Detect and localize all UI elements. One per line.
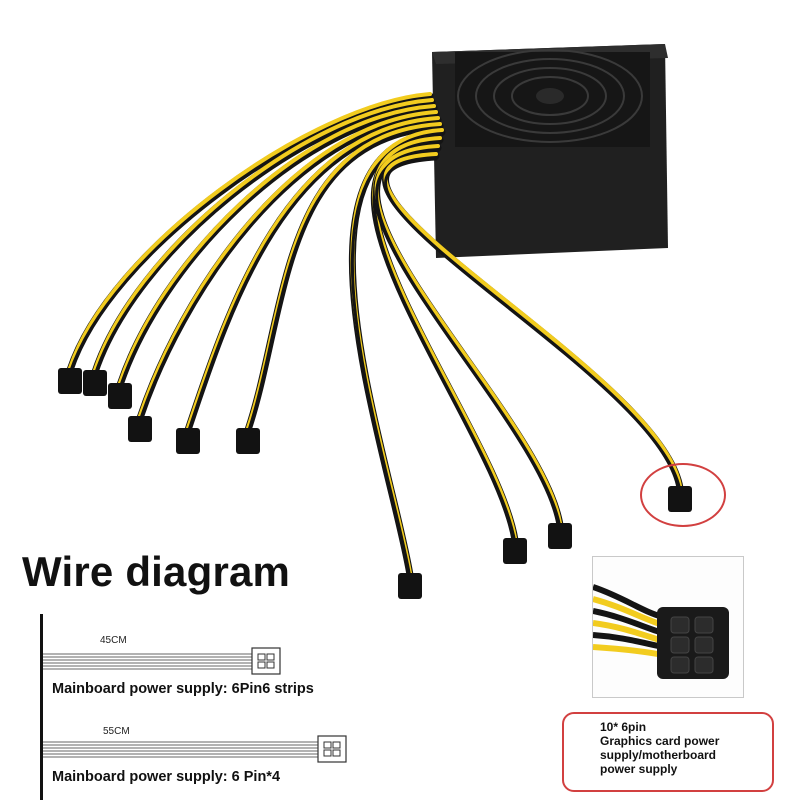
plug-icon: [317, 735, 347, 763]
cable-wire: [68, 92, 432, 370]
cable-wire: [383, 152, 682, 488]
six-pin-plug-icon: [657, 607, 729, 679]
cable-wire: [374, 144, 562, 525]
six-pin-connector-icon: [108, 383, 132, 409]
cable-wire: [384, 157, 682, 493]
cable-wire: [138, 110, 438, 418]
cable-wire: [186, 121, 440, 435]
cable-length-label: 55CM: [103, 726, 130, 737]
cable-wire: [118, 109, 436, 390]
diagram-vertical-bar: [40, 614, 43, 800]
six-pin-connector-icon: [398, 573, 422, 599]
callout-line: Graphics card power: [600, 734, 720, 748]
six-pin-connector-icon: [58, 368, 82, 394]
cable-diagram-2: [43, 735, 347, 763]
cable-length-label: 45CM: [100, 635, 127, 646]
page-title: Wire diagram: [22, 548, 291, 595]
connector-closeup-drawing: [593, 584, 729, 679]
cable-wire: [138, 115, 438, 423]
six-pin-connector-icon: [83, 370, 107, 396]
cable-wire: [372, 136, 517, 540]
six-pin-connector-icon: [548, 523, 572, 549]
wire-diagram: 45CM Mainboard power supply: 6Pin6 strip…: [0, 610, 560, 800]
cable-caption: Mainboard power supply: 6Pin6 strips: [52, 681, 314, 697]
six-pin-connector-icon: [176, 428, 200, 454]
cable-wire: [118, 104, 436, 385]
cable-diagram-1: [43, 647, 281, 675]
diagram-drawing: [40, 614, 347, 800]
six-pin-connector-icon: [128, 416, 152, 442]
callout-line: supply/motherboard: [600, 748, 717, 762]
callout-line: power supply: [600, 762, 678, 776]
callout-line: 10* 6pin: [600, 720, 647, 734]
cable-bundle: [66, 92, 684, 580]
plug-icon: [251, 647, 281, 675]
spec-callout: 10* 6pin Graphics card power supply/moth…: [562, 712, 774, 792]
fan-grill-icon: [457, 49, 643, 143]
cable-wire: [186, 116, 440, 430]
highlight-ring: [640, 463, 726, 527]
six-pin-connector-icon: [236, 428, 260, 454]
cable-caption: Mainboard power supply: 6 Pin*4: [52, 769, 281, 785]
connector-closeup: [592, 556, 744, 698]
psu-unit: [432, 44, 668, 258]
cable-wire: [246, 127, 442, 435]
six-pin-connector-icon: [503, 538, 527, 564]
cable-wire: [93, 98, 434, 372]
